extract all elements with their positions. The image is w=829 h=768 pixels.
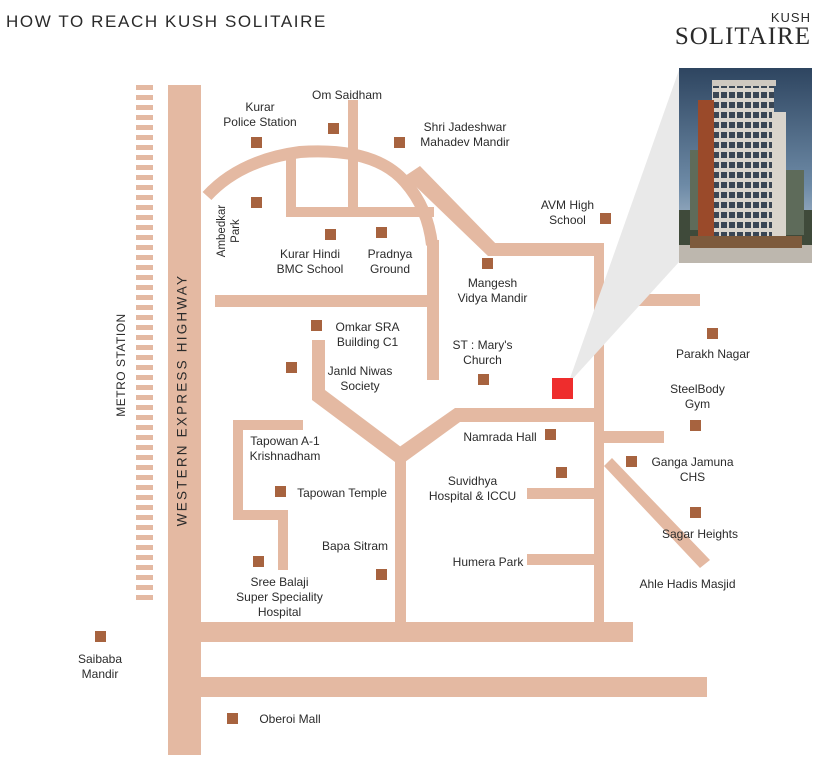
landmark-label-om-saidham: Om Saidham: [311, 88, 383, 102]
landmark-label-sree-balaji: Sree Balaji Super Speciality Hospital: [236, 575, 323, 619]
brand-logo: KUSH SOLITAIRE: [675, 10, 811, 49]
marker-kurar-police-station: [251, 137, 262, 148]
landmark-label-avm-high-school: AVM High School: [540, 198, 595, 227]
marker-janld-niwas: [286, 362, 297, 373]
landmark-label-ahle-hadis-masjid: Ahle Hadis Masjid: [639, 577, 736, 591]
marker-sagar-heights: [690, 507, 701, 518]
landmark-label-st-marys: ST : Mary's Church: [452, 338, 513, 367]
landmark-label-steelbody-gym: SteelBody Gym: [670, 382, 725, 411]
landmark-label-sagar-heights: Sagar Heights: [661, 527, 739, 541]
building-photo: [679, 68, 812, 263]
marker-mangesh-vidya-mandir: [482, 258, 493, 269]
landmark-label-humera-park: Humera Park: [452, 555, 524, 569]
logo-line-2: SOLITAIRE: [674, 23, 811, 50]
marker-shri-jadeshwar: [394, 137, 405, 148]
marker-ganga-jamuna: [626, 456, 637, 467]
landmark-label-suvidhya-hospital: Suvidhya Hospital & ICCU: [428, 474, 517, 503]
photo-callout: [568, 70, 679, 384]
marker-om-saidham: [328, 123, 339, 134]
marker-avm-high-school: [600, 213, 611, 224]
landmark-label-bapa-sitram: Bapa Sitram: [321, 539, 389, 553]
landmark-label-shri-jadeshwar: Shri Jadeshwar Mahadev Mandir: [420, 120, 510, 149]
landmark-label-kurar-hindi-bmc: Kurar Hindi BMC School: [276, 247, 344, 276]
marker-namrada-hall: [545, 429, 556, 440]
marker-tapowan-temple: [275, 486, 286, 497]
landmark-label-tapowan-temple: Tapowan Temple: [297, 486, 387, 500]
landmark-label-parakh-nagar: Parakh Nagar: [675, 347, 751, 361]
logo-line-1: KUSH: [770, 10, 811, 25]
marker-st-marys: [478, 374, 489, 385]
landmark-label-mangesh-vidya-mandir: Mangesh Vidya Mandir: [457, 276, 528, 305]
landmark-label-oberoi-mall: Oberoi Mall: [259, 712, 321, 726]
marker-sree-balaji: [253, 556, 264, 567]
site-marker: [552, 378, 573, 399]
marker-suvidhya-hospital: [556, 467, 567, 478]
railway-track: [136, 85, 153, 600]
landmark-label-pradnya-ground: Pradnya Ground: [367, 247, 413, 276]
marker-ambedkar-park: [251, 197, 262, 208]
landmark-label-ambedkar-park: Ambedkar Park: [216, 204, 242, 258]
marker-steelbody-gym: [690, 420, 701, 431]
page-title: HOW TO REACH KUSH SOLITAIRE: [6, 12, 327, 31]
landmark-label-omkar-sra: Omkar SRA Building C1: [335, 320, 400, 349]
landmark-label-kurar-police-station: Kurar Police Station: [223, 100, 297, 129]
marker-bapa-sitram: [376, 569, 387, 580]
marker-oberoi-mall: [227, 713, 238, 724]
marker-saibaba-mandir: [95, 631, 106, 642]
landmark-label-tapowan-a1: Tapowan A-1 Krishnadham: [249, 434, 321, 463]
marker-kurar-hindi-bmc: [325, 229, 336, 240]
landmark-label-janld-niwas: Janld Niwas Society: [327, 364, 393, 393]
highway-label: WESTERN EXPRESS HIGHWAY: [174, 273, 190, 527]
marker-pradnya-ground: [376, 227, 387, 238]
marker-parakh-nagar: [707, 328, 718, 339]
marker-omkar-sra: [311, 320, 322, 331]
road-network: [168, 85, 710, 755]
landmark-markers: [95, 123, 718, 724]
landmark-label-ganga-jamuna: Ganga Jamuna CHS: [651, 455, 734, 484]
landmark-label-saibaba-mandir: Saibaba Mandir: [77, 652, 123, 681]
metro-station-label: METRO STATION: [114, 313, 128, 417]
landmark-label-namrada-hall: Namrada Hall: [463, 430, 537, 444]
